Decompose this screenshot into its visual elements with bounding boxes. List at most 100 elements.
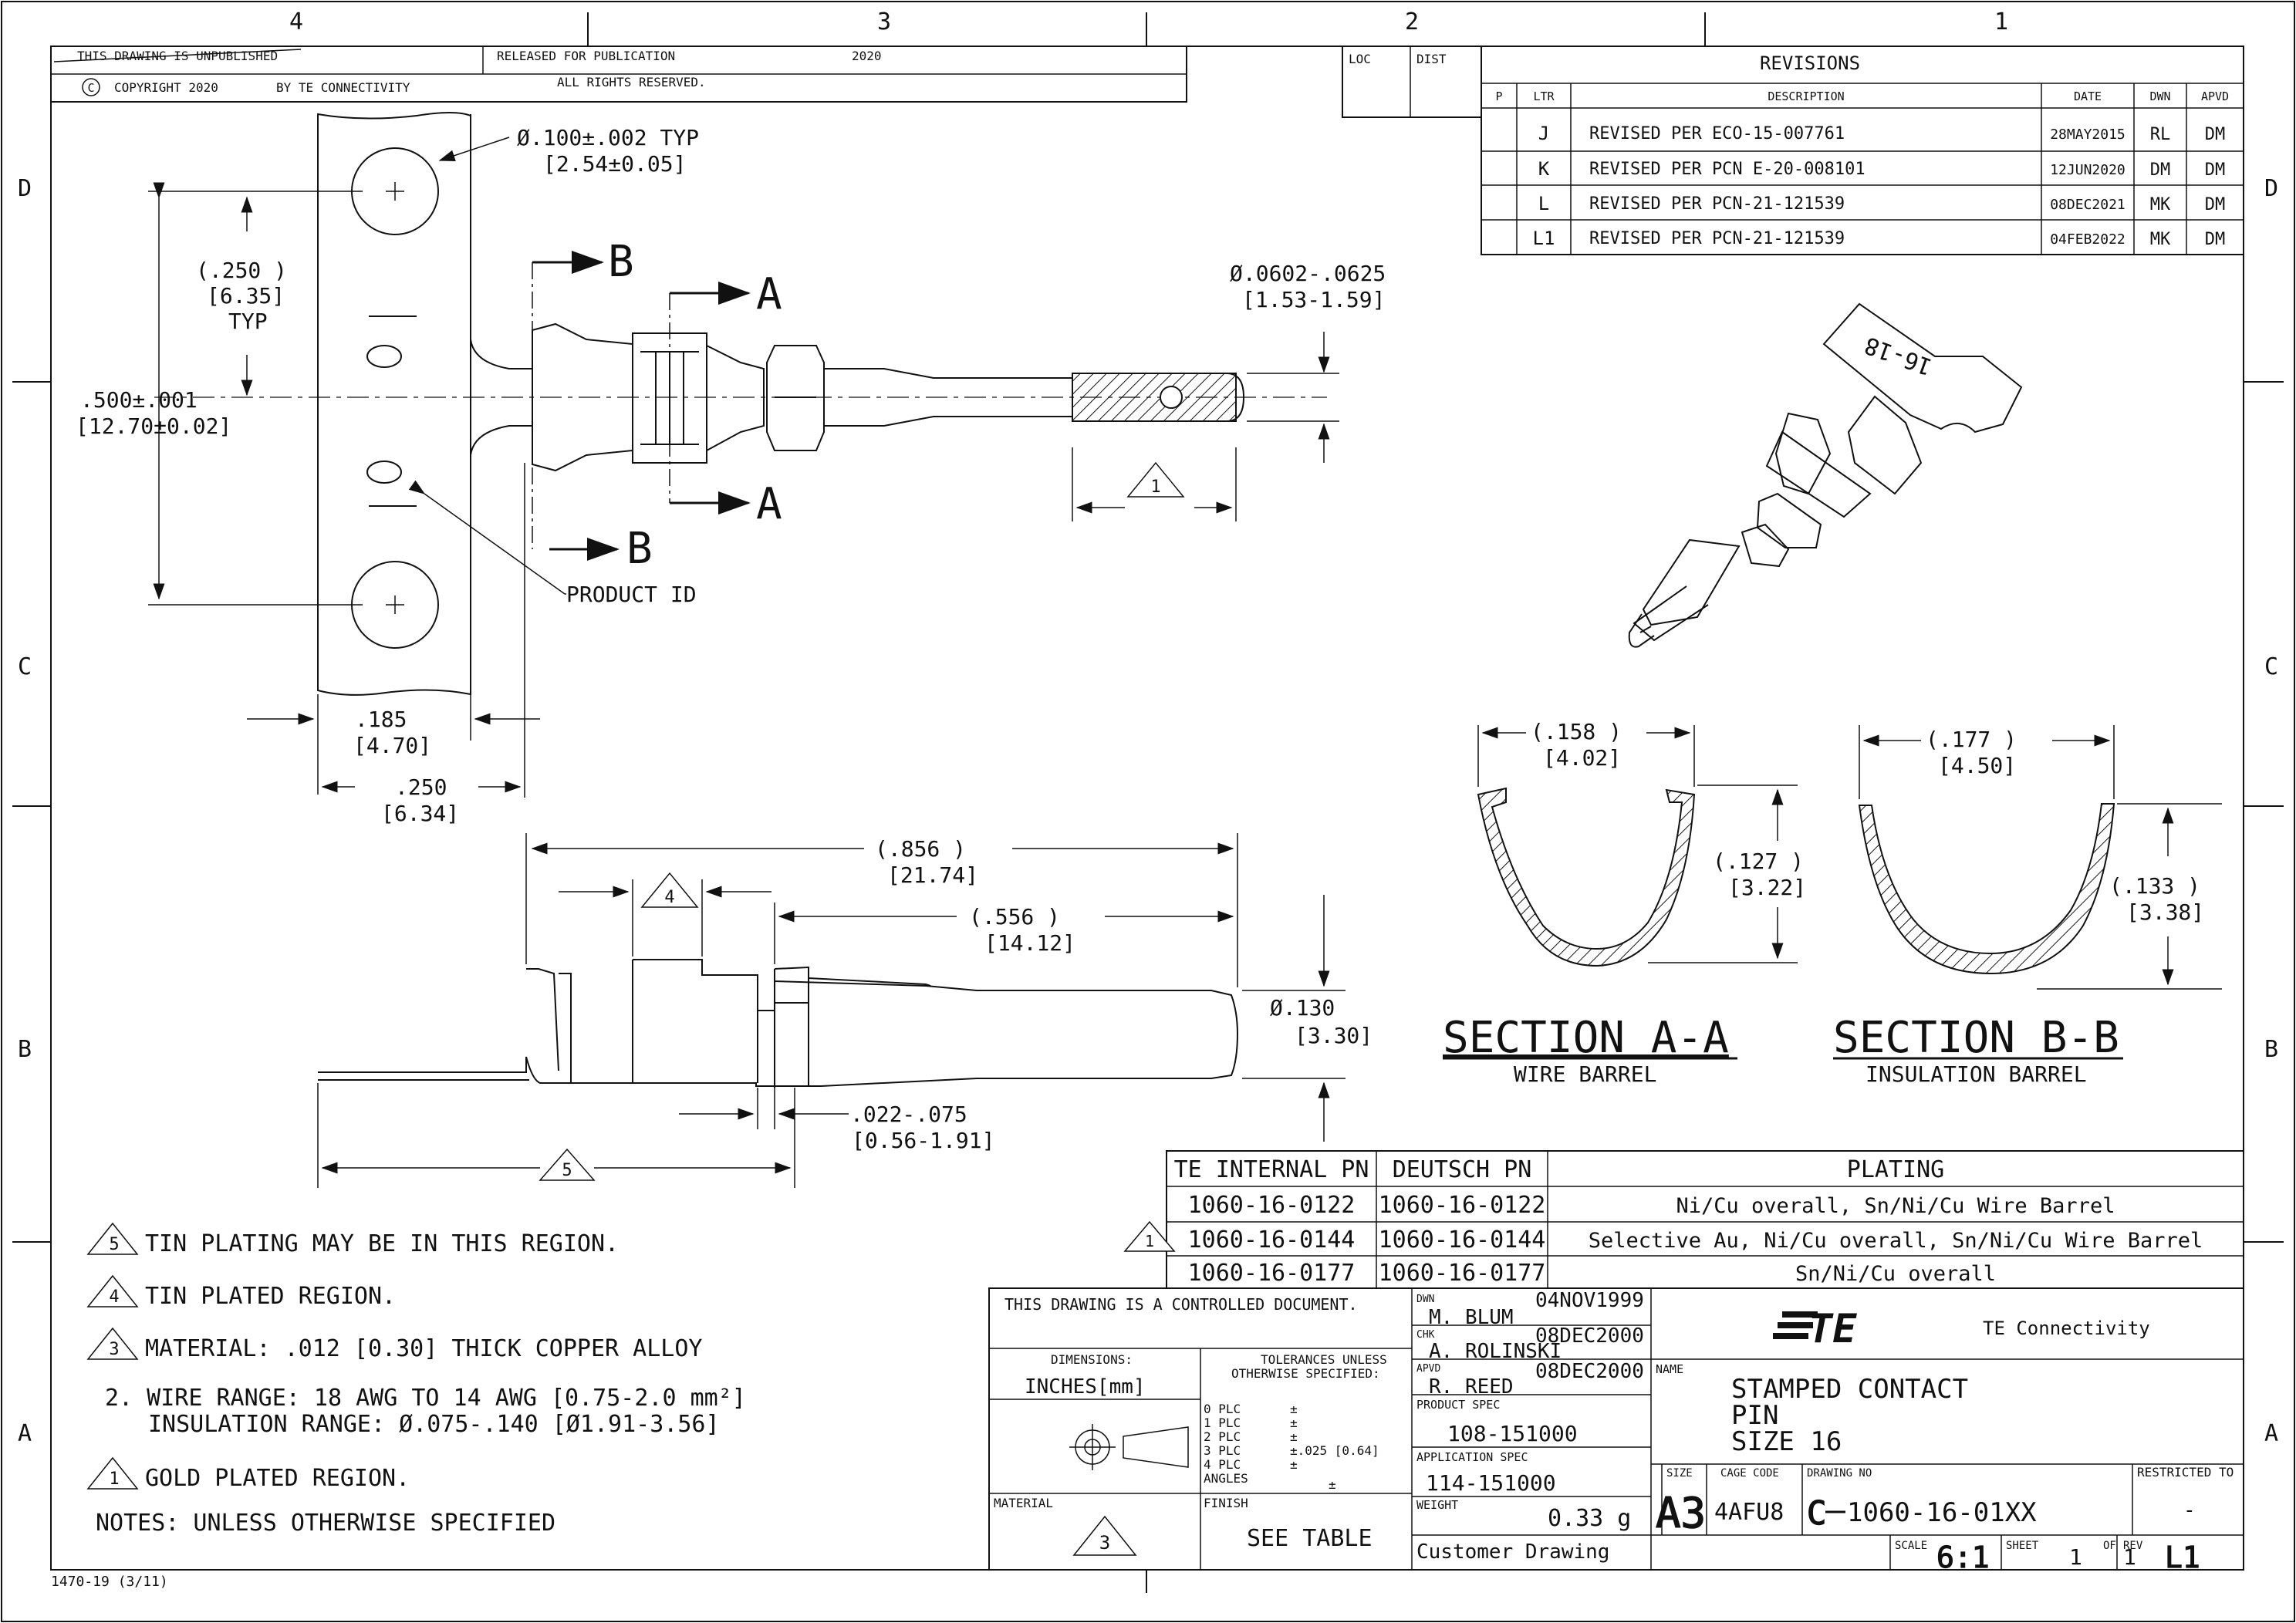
chk-name: A. ROLINSKI (1429, 1340, 1562, 1363)
units-value: INCHES[mm] (1025, 1375, 1146, 1399)
revisions-table: REVISIONS P LTR DESCRIPTION DATE DWN APV… (1481, 46, 2244, 255)
drawing-text: 28MAY2015 (2050, 127, 2125, 143)
section-bb-drawing (1858, 803, 2115, 975)
side-view-dimensions (317, 833, 1346, 1188)
sheet-label: SHEET (2006, 1540, 2039, 1552)
section-cutting-lines (532, 251, 751, 561)
drawing-text: REVISED PER PCN-21-121539 (1589, 194, 1845, 214)
drawing-text: Sn/Ni/Cu overall (1795, 1262, 1996, 1286)
zone-col-label: 3 (877, 8, 891, 35)
rev-value: L1 (2165, 1540, 2200, 1574)
form-number: 1470-19 (3/11) (51, 1574, 168, 1590)
copyright-symbol (82, 78, 100, 96)
drawing-text: 5 (109, 1235, 119, 1254)
hole-dia-inch: Ø.100±.002 TYP (517, 125, 699, 150)
pin-len-mm: [14.12] (984, 930, 1075, 956)
drawing-text: ± (1290, 1415, 1298, 1430)
customer-drawing-label: Customer Drawing (1416, 1540, 1609, 1564)
zone-row-label: B (2264, 1036, 2278, 1063)
section-a-letter: A (756, 269, 782, 319)
weight-label: WEIGHT (1416, 1498, 1458, 1512)
of-label: OF (2103, 1540, 2116, 1552)
zone-row-label: C (18, 653, 32, 680)
pin-dia-inch: Ø.0602-.0625 (1230, 261, 1386, 286)
drawing-text: MK (2150, 230, 2171, 249)
unpublished-text: THIS DRAWING IS UNPUBLISHED (77, 49, 278, 63)
overall-mm: [21.74] (887, 862, 978, 888)
drawing-text: 5 (562, 1161, 572, 1180)
rights-text: ALL RIGHTS RESERVED. (557, 75, 706, 89)
weight-value: 0.33 g (1548, 1505, 1631, 1532)
drawing-text: 1 (1145, 1232, 1154, 1250)
carrier-strip (317, 112, 471, 696)
drawing-text: 16-18 (1861, 331, 1936, 380)
ins-height-inch: (.133 ) (2109, 873, 2200, 899)
product-id-mark (366, 461, 402, 484)
drawing-text: GOLD PLATED REGION. (145, 1465, 410, 1492)
zone-row-label: A (18, 1420, 32, 1447)
finish-label: FINISH (1204, 1496, 1248, 1510)
drawing-text: L (1538, 193, 1549, 214)
loc-label: LOC (1349, 52, 1371, 66)
cage-code-value: 4AFU8 (1714, 1499, 1784, 1526)
section-b-letter: B (626, 524, 653, 574)
drawing-text: 4 (664, 888, 674, 907)
part-name-line: SIZE 16 (1731, 1426, 1842, 1457)
top-view-drawing (154, 112, 1327, 696)
flag-5-side: 5 (539, 1148, 596, 1181)
pin-len-inch: (.556 ) (969, 904, 1060, 930)
copyright-letter: C (87, 81, 94, 95)
section-bb-title: SECTION B-B (1833, 1013, 2119, 1063)
drawing-text: DM (2205, 195, 2226, 214)
product-spec-value: 108-151000 (1447, 1421, 1578, 1446)
revision-row: J REVISED PER ECO-15-007761 28MAY2015 RL… (1538, 123, 2225, 144)
released-text: RELEASED FOR PUBLICATION (497, 49, 675, 63)
isometric-part-mark: 16-18 (1861, 331, 1936, 380)
part-name-line: STAMPED CONTACT (1731, 1374, 1968, 1405)
size-value: A3 (1656, 1489, 1706, 1537)
drawing-text: 0 PLC (1204, 1402, 1241, 1416)
pin-dia-mm: [1.53-1.59] (1242, 287, 1385, 312)
drawing-text: 3 PLC (1204, 1443, 1241, 1458)
carrier2-mm: [6.34] (381, 801, 459, 826)
strip-mm: [12.70±0.02] (76, 413, 231, 439)
section-aa-dims (1477, 725, 1798, 963)
note-5: 5 TIN PLATING MAY BE IN THIS REGION. (86, 1222, 619, 1257)
shoulder-mm: [3.30] (1295, 1023, 1373, 1048)
product-id-label: PRODUCT ID (566, 582, 697, 607)
apvd-label: APVD (1416, 1363, 1440, 1375)
carrier2-inch: .250 (395, 774, 447, 800)
company-name: TE Connectivity (1983, 1318, 2150, 1339)
sheet-value: 1 (2069, 1544, 2082, 1570)
drawing-text: ± (1290, 1457, 1298, 1472)
drawing-text: 12JUN2020 (2050, 162, 2125, 178)
carrier-inch: .185 (355, 707, 407, 732)
section-a-letter: A (756, 479, 782, 529)
te-logo: TE (1773, 1306, 1857, 1352)
dist-label: DIST (1416, 52, 1447, 66)
drawing-text: REVISED PER PCN E-20-008101 (1589, 160, 1866, 179)
name-label: NAME (1656, 1362, 1683, 1376)
rev-header-desc: DESCRIPTION (1768, 89, 1844, 103)
wire-width-mm: [4.02] (1543, 745, 1621, 771)
zone-row-label: A (2264, 1420, 2278, 1447)
section-letters: B B A A (608, 237, 782, 574)
drawing-no-prefix: C (1807, 1494, 1826, 1532)
pitch-typ: TYP (228, 309, 268, 334)
drawing-text: ± (1329, 1477, 1336, 1492)
app-spec-value: 114-151000 (1426, 1470, 1556, 1496)
of-value: 1 (2123, 1544, 2136, 1570)
rev-header-apvd: APVD (2201, 89, 2229, 103)
zone-col-label: 1 (1994, 8, 2008, 35)
drawing-text: 1 PLC (1204, 1415, 1241, 1430)
ins-height-mm: [3.38] (2126, 899, 2204, 925)
tolerance-title: TOLERANCES UNLESS (1261, 1352, 1387, 1367)
tolerance-table: 0 PLC ± 1 PLC ± 2 PLC ± 3 PLC ±.025 [0.6… (1204, 1402, 1379, 1492)
app-spec-label: APPLICATION SPEC (1416, 1450, 1528, 1464)
flag-1-table: 1 (1123, 1220, 1176, 1252)
wire-width-inch: (.158 ) (1531, 719, 1622, 744)
drawing-text: 1060-16-0177 (1188, 1260, 1356, 1287)
drawing-text: 1060-16-0144 (1379, 1227, 1546, 1254)
rev-header-p: P (1495, 89, 1502, 103)
rev-header-dwn: DWN (2149, 89, 2170, 103)
